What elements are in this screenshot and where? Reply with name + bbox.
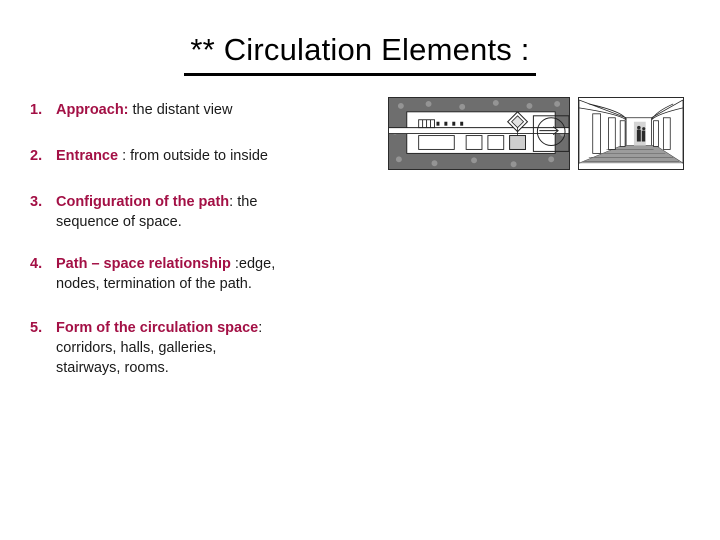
list-item-term: Form of the circulation space: [56, 320, 259, 336]
list-item-continuation-2: stairways, rooms.: [56, 360, 169, 376]
gallery-row: [388, 97, 686, 171]
list-item-number: 1.: [30, 102, 43, 118]
list-item-continuation: corridors, halls, galleries,: [56, 340, 217, 356]
gallery-row: [388, 183, 686, 263]
gallery-row: [388, 273, 686, 352]
list-item-number: 3.: [30, 194, 43, 210]
circulation-floor-plan-sketch: [388, 97, 570, 171]
list-item: 2. Entrance : from outside to inside: [30, 146, 386, 166]
list-item: 5. Form of the circulation space: corrid…: [30, 318, 386, 378]
illustration-gallery: [388, 97, 686, 517]
list-item-number: 5.: [30, 320, 43, 336]
list-item-body: Approach: the distant view: [56, 100, 386, 120]
list-item-body: Form of the circulation space: corridors…: [56, 318, 386, 378]
list-item-term: Entrance: [56, 148, 119, 164]
list-item-continuation: nodes, termination of the path.: [56, 276, 252, 292]
gallery-row: [388, 97, 686, 170]
circulation-elements-list: 1. Approach: the distant view 2. Entranc…: [30, 100, 386, 394]
list-item-number: 2.: [30, 148, 43, 164]
list-item: 1. Approach: the distant view: [30, 100, 386, 120]
list-item-definition: : from outside to inside: [118, 148, 268, 164]
list-item-body: Path – space relationship :edge, nodes, …: [56, 254, 386, 294]
list-item: 3. Configuration of the path: the sequen…: [30, 192, 386, 232]
list-item-definition: :edge,: [230, 256, 276, 272]
corridor-perspective-sketch: [578, 97, 684, 171]
page-title: ** Circulation Elements :: [0, 30, 720, 76]
list-item-term: Configuration of the path: [56, 194, 230, 210]
list-item-term: Approach:: [56, 102, 129, 118]
list-item-continuation: sequence of space.: [56, 214, 182, 230]
page-title-text: ** Circulation Elements :: [184, 30, 536, 76]
list-item-number: 4.: [30, 256, 43, 272]
list-item-term: Path – space relationship: [56, 256, 231, 272]
list-item-definition: : the: [229, 194, 258, 210]
list-item-definition: :: [258, 320, 263, 336]
list-item-definition: the distant view: [128, 102, 233, 118]
list-item-body: Entrance : from outside to inside: [56, 146, 386, 166]
list-item: 4. Path – space relationship :edge, node…: [30, 254, 386, 294]
list-item-body: Configuration of the path: the sequence …: [56, 192, 386, 232]
